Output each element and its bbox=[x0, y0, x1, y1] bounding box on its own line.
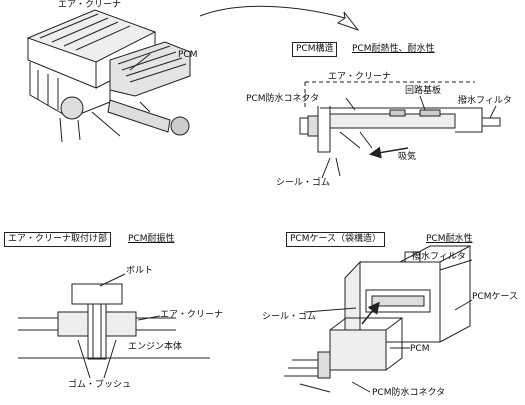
label-air-cleaner-mount: エア・クリーナ bbox=[160, 310, 224, 320]
flow-arrow bbox=[199, 5, 360, 32]
label-filter-top: 撥水フィルタ bbox=[458, 96, 512, 106]
tab-pcm-water: PCM耐水性 bbox=[426, 234, 473, 244]
insert-arrow bbox=[361, 301, 380, 325]
label-circuit-board: 回路基板 bbox=[405, 86, 442, 96]
mount-cross-section bbox=[18, 273, 210, 379]
tab-air-cleaner-mount: エア・クリーナ取付け部 bbox=[4, 232, 112, 247]
label-seal-case: シール・ゴム bbox=[262, 312, 317, 322]
label-filter-case: 撥水フィルタ bbox=[412, 252, 466, 262]
label-intake: 吸気 bbox=[398, 152, 417, 162]
engine-air-cleaner-illustration bbox=[26, 9, 191, 143]
label-pcm-top: PCM bbox=[178, 50, 198, 60]
label-connector-top: PCM防水コネクタ bbox=[246, 94, 320, 104]
label-pcm-case: PCMケース bbox=[472, 292, 519, 302]
label-seal-top: シール・ゴム bbox=[276, 178, 331, 188]
label-rubber-bush: ゴム・ブッシュ bbox=[68, 380, 132, 390]
pcm-cross-section bbox=[299, 81, 501, 179]
label-pcm-unit: PCM bbox=[410, 344, 430, 354]
tab-pcm-case: PCMケース（袋構造） bbox=[286, 232, 386, 247]
label-connector-case: PCM防水コネクタ bbox=[372, 388, 446, 398]
tab-pcm-structure: PCM構造 bbox=[292, 42, 338, 57]
intake-arrow bbox=[369, 146, 409, 159]
label-air-cleaner-section: エア・クリーナ bbox=[328, 72, 392, 82]
label-engine-body: エンジン本体 bbox=[128, 342, 183, 352]
tab-pcm-vibration: PCM耐振性 bbox=[128, 234, 175, 244]
tab-pcm-heat-water: PCM耐熱性、耐水性 bbox=[352, 44, 435, 54]
label-air-cleaner-top: エア・クリーナ bbox=[58, 0, 122, 10]
label-bolt: ボルト bbox=[126, 266, 154, 276]
pcm-case-exploded bbox=[284, 245, 473, 393]
